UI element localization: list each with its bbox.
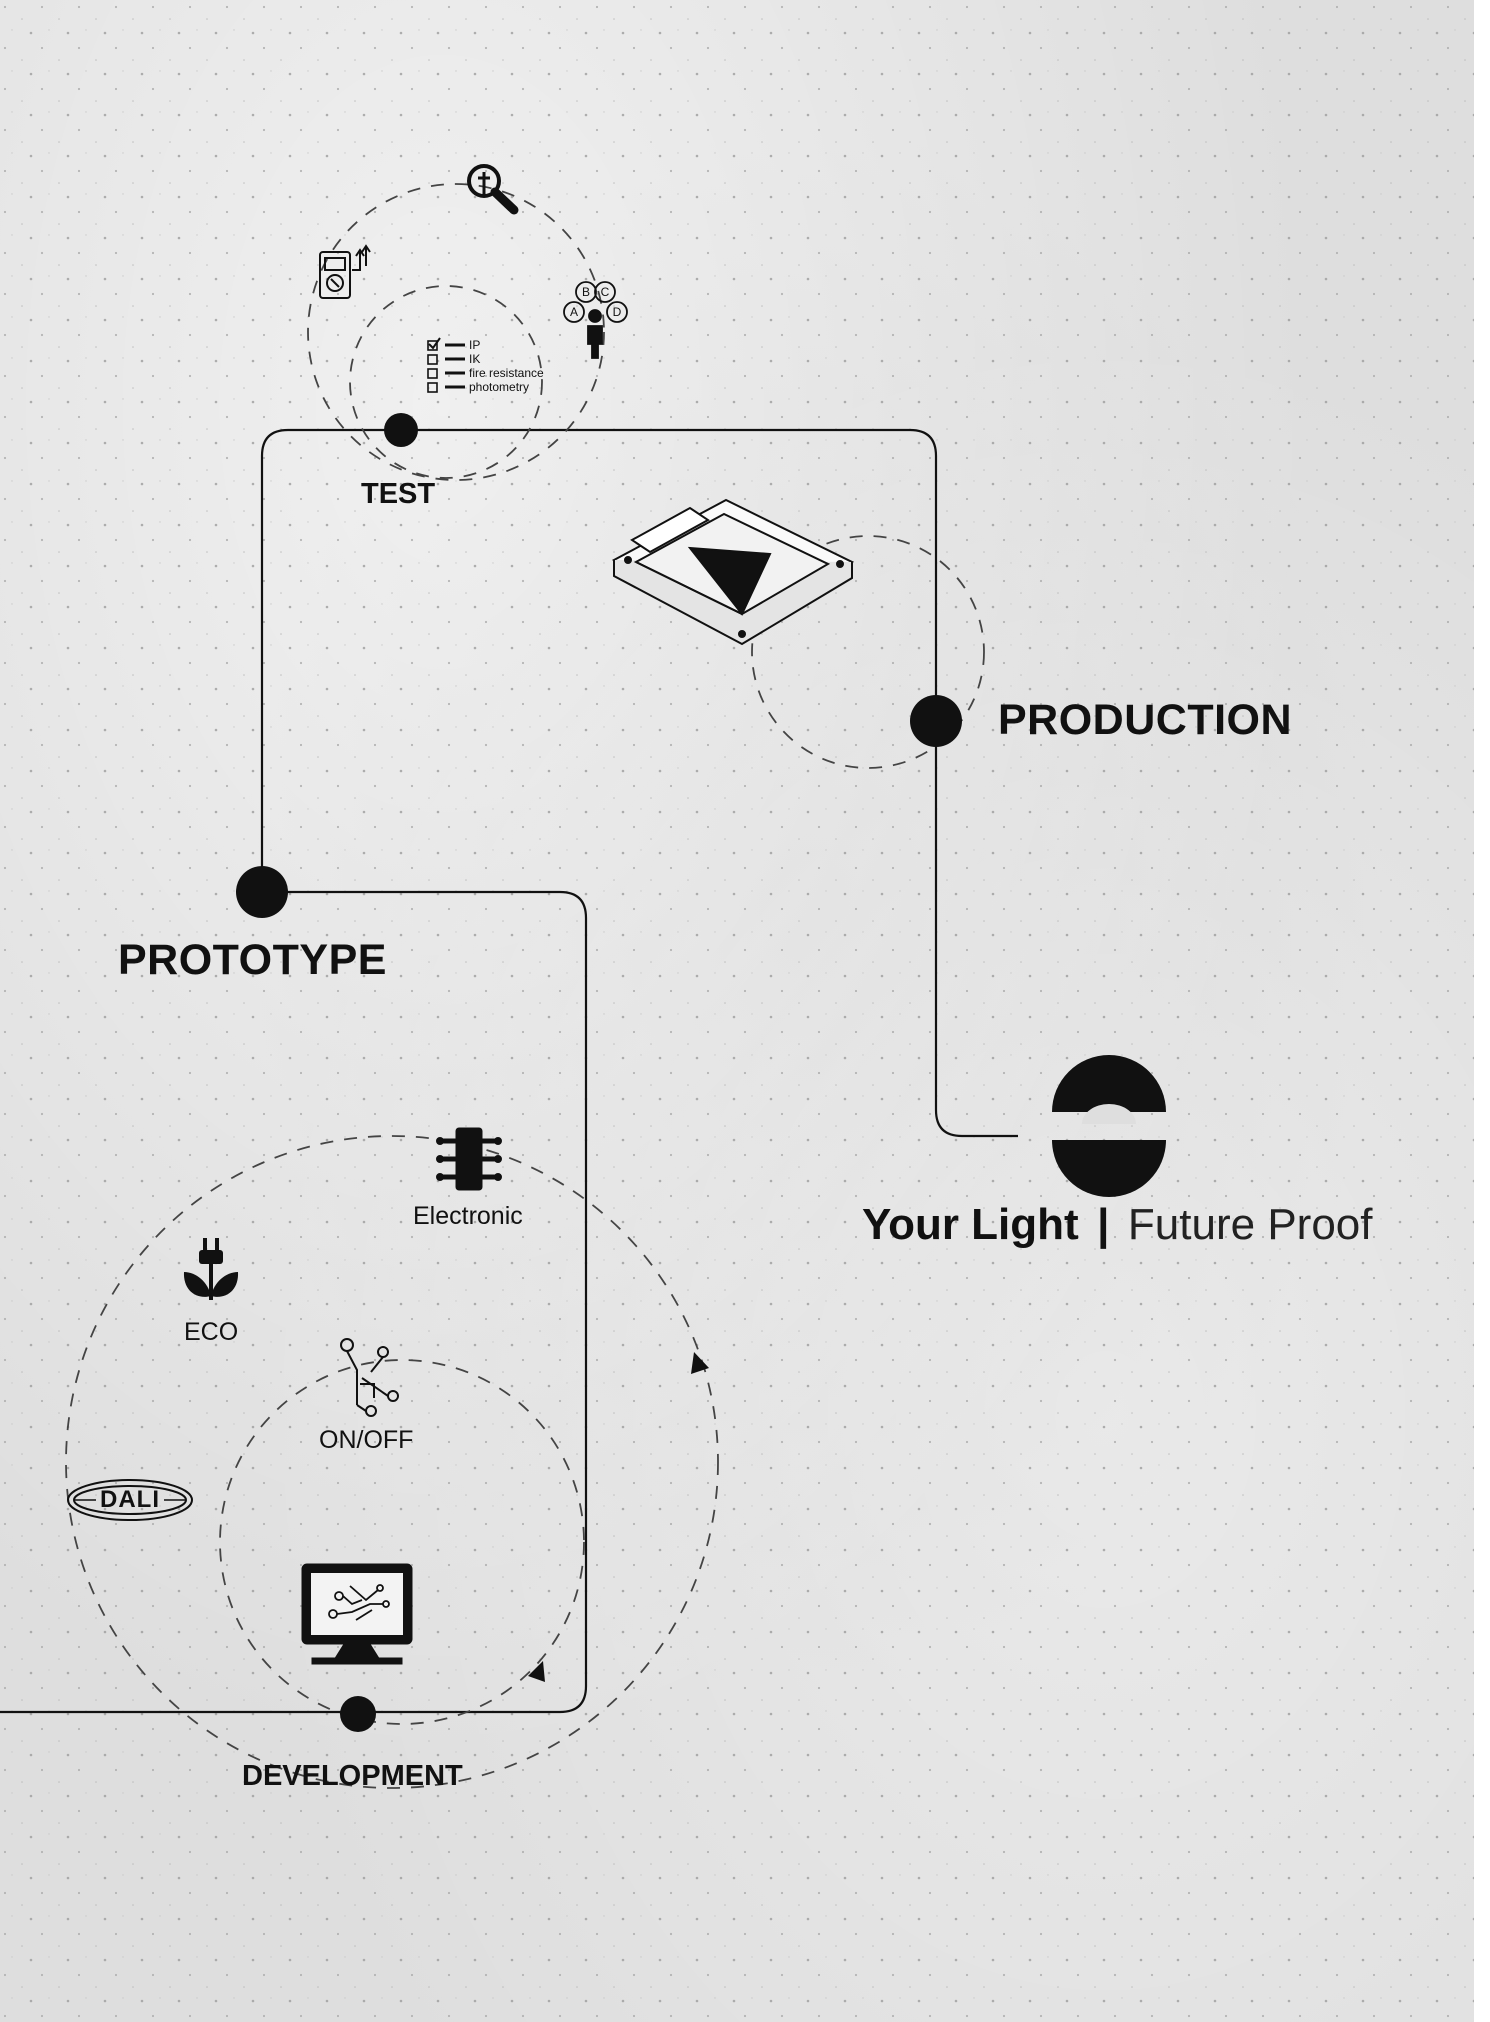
eco-label: ECO (184, 1318, 239, 1346)
option-a-label: A (570, 305, 578, 319)
page-edge (1474, 0, 1490, 2022)
stage-label-production: PRODUCTION (998, 696, 1293, 744)
tagline: Your Light | Future Proof (862, 1200, 1372, 1250)
development-node (340, 1696, 376, 1732)
monitor-circuit-icon (301, 1563, 413, 1665)
checklist-item-fire: fire resistance (469, 366, 544, 380)
option-b-label: B (582, 285, 590, 299)
luminaire-icon (611, 498, 855, 646)
dali-badge-icon (67, 1479, 193, 1521)
brand-logo-icon (1052, 1055, 1166, 1197)
flow-arrow-upper (691, 1352, 709, 1374)
eco-plug-icon (183, 1238, 239, 1300)
option-c-label: C (601, 285, 610, 299)
checklist-icon (427, 337, 465, 393)
checklist-item-ik: IK (469, 352, 481, 366)
checklist-item-ip: IP (469, 338, 481, 352)
checklist-item-photometry: photometry (469, 380, 530, 394)
stage-label-prototype: PROTOTYPE (118, 936, 387, 984)
production-node (910, 695, 962, 747)
stage-label-test: TEST (361, 478, 436, 510)
flow-arrow-lower (528, 1661, 545, 1682)
test-node (384, 413, 418, 447)
dali-label: DALI (100, 1486, 160, 1513)
tagline-secondary: Future Proof (1127, 1200, 1373, 1249)
onoff-label: ON/OFF (319, 1426, 414, 1454)
option-d-label: D (613, 305, 622, 319)
electronic-label: Electronic (413, 1202, 523, 1230)
production-dashed-circle (751, 535, 985, 769)
development-outer-dashed-circle (65, 1135, 719, 1789)
person-options-icon (563, 281, 628, 359)
wrench-magnifier-icon (467, 164, 519, 215)
multimeter-icon (319, 244, 371, 299)
prototype-node (236, 866, 288, 918)
development-inner-dashed-circle (219, 1359, 585, 1725)
tagline-primary: Your Light (862, 1200, 1079, 1249)
test-outer-dashed-circle (307, 183, 605, 481)
test-inner-dashed-circle (349, 285, 543, 479)
tagline-separator: | (1097, 1200, 1110, 1249)
chip-icon (436, 1127, 502, 1191)
onoff-switch-icon (340, 1338, 399, 1417)
stage-label-development: DEVELOPMENT (242, 1760, 463, 1792)
process-path (0, 428, 1018, 1714)
